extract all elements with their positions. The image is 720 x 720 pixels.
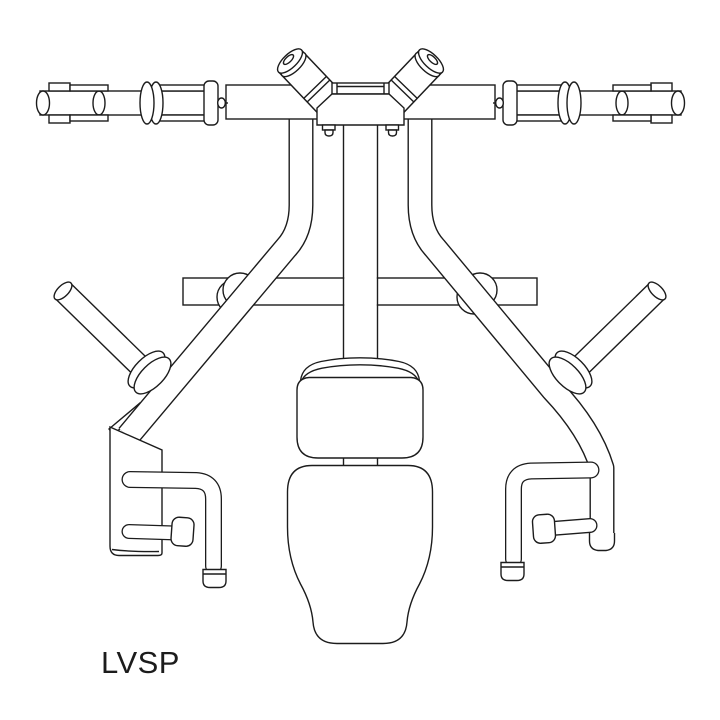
pivot-block: [316, 93, 405, 126]
back-pad-body: [296, 376, 424, 459]
pivot-bolt-right: [385, 124, 400, 131]
right-horn-collar: [548, 356, 587, 395]
left-plate-foot-seam: [111, 548, 160, 553]
right-horn-tip: [647, 281, 667, 301]
left-horn-tip: [53, 281, 73, 301]
frame-bracket-left: [109, 425, 227, 589]
left-bracket-plate: [109, 425, 163, 557]
left-horn-collar: [133, 356, 172, 395]
press-arm-left: [35, 80, 323, 126]
seat-pad: [286, 464, 434, 645]
left-foot-cap: [202, 568, 227, 589]
pivot-bolt-left: [321, 124, 336, 131]
frame-upright-right: [407, 110, 616, 552]
weight-horn-right: [548, 281, 667, 395]
back-pad: [296, 357, 424, 459]
right-upright-tube-end: [588, 533, 616, 552]
pivot-top-band: [331, 82, 390, 95]
model-label: LVSP: [101, 645, 180, 680]
right-foot-tube: [505, 461, 600, 568]
pivot-assembly: [274, 45, 447, 137]
right-stub-cap: [531, 513, 557, 544]
right-foot-cap: [500, 561, 525, 582]
frame-upright-left: [118, 110, 314, 445]
frame-bracket-right: [500, 461, 600, 582]
left-stub-cap: [170, 516, 195, 547]
weight-horn-left: [53, 281, 172, 395]
press-arm-right: [398, 80, 686, 126]
